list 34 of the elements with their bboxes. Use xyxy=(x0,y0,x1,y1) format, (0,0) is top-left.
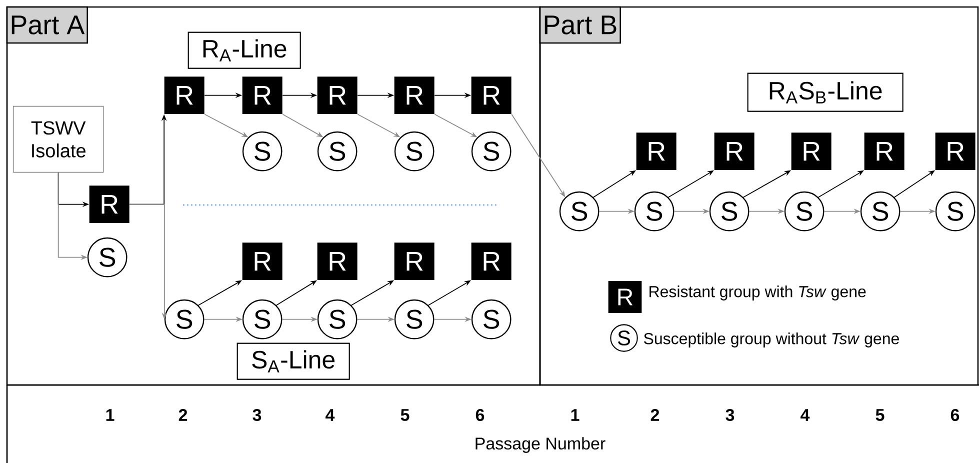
line-label-box: R$_{A}$S$_{B}$-Line xyxy=(747,72,904,112)
resistant-box: R xyxy=(317,76,358,114)
resistant-box: R xyxy=(164,76,204,114)
passage-number: 2 xyxy=(650,409,660,421)
resistant-box: R xyxy=(791,132,832,170)
resistant-box: R xyxy=(242,242,282,280)
passage-number: 4 xyxy=(326,409,335,421)
passage-number: 2 xyxy=(178,409,188,421)
passage-number: 6 xyxy=(950,408,960,421)
passage-number: 6 xyxy=(476,408,484,421)
line-label-box: S$_{A}$-Line xyxy=(236,342,350,380)
line-label-box: R$_{A}$-Line xyxy=(188,32,301,69)
legend-text: Susceptible group without Tsw gene xyxy=(644,332,899,348)
resistant-box: R xyxy=(714,132,754,170)
passage-number: 5 xyxy=(400,409,410,421)
passage-number: 3 xyxy=(726,408,734,422)
resistant-box: R xyxy=(864,132,904,170)
resistant-box: R xyxy=(394,242,434,280)
passage-number: 4 xyxy=(800,409,810,421)
resistant-box: R xyxy=(394,76,434,114)
resistant-box: R xyxy=(935,132,976,170)
resistant-box: R xyxy=(317,242,358,280)
axis-label: Passage Number xyxy=(476,437,606,453)
passage-number: 1 xyxy=(106,409,114,421)
passage-number: 5 xyxy=(876,409,884,421)
legend-text: Resistant group with Tsw gene xyxy=(650,286,866,300)
isolate-box: TSWV Isolate xyxy=(12,106,104,173)
passage-number: 3 xyxy=(252,408,262,422)
resistant-box: R xyxy=(471,76,512,114)
resistant-box: R xyxy=(636,132,676,170)
passage-number: 1 xyxy=(571,409,580,421)
resistant-box: R xyxy=(89,186,130,223)
resistant-box: R xyxy=(242,76,282,114)
resistant-box: R xyxy=(471,242,512,280)
